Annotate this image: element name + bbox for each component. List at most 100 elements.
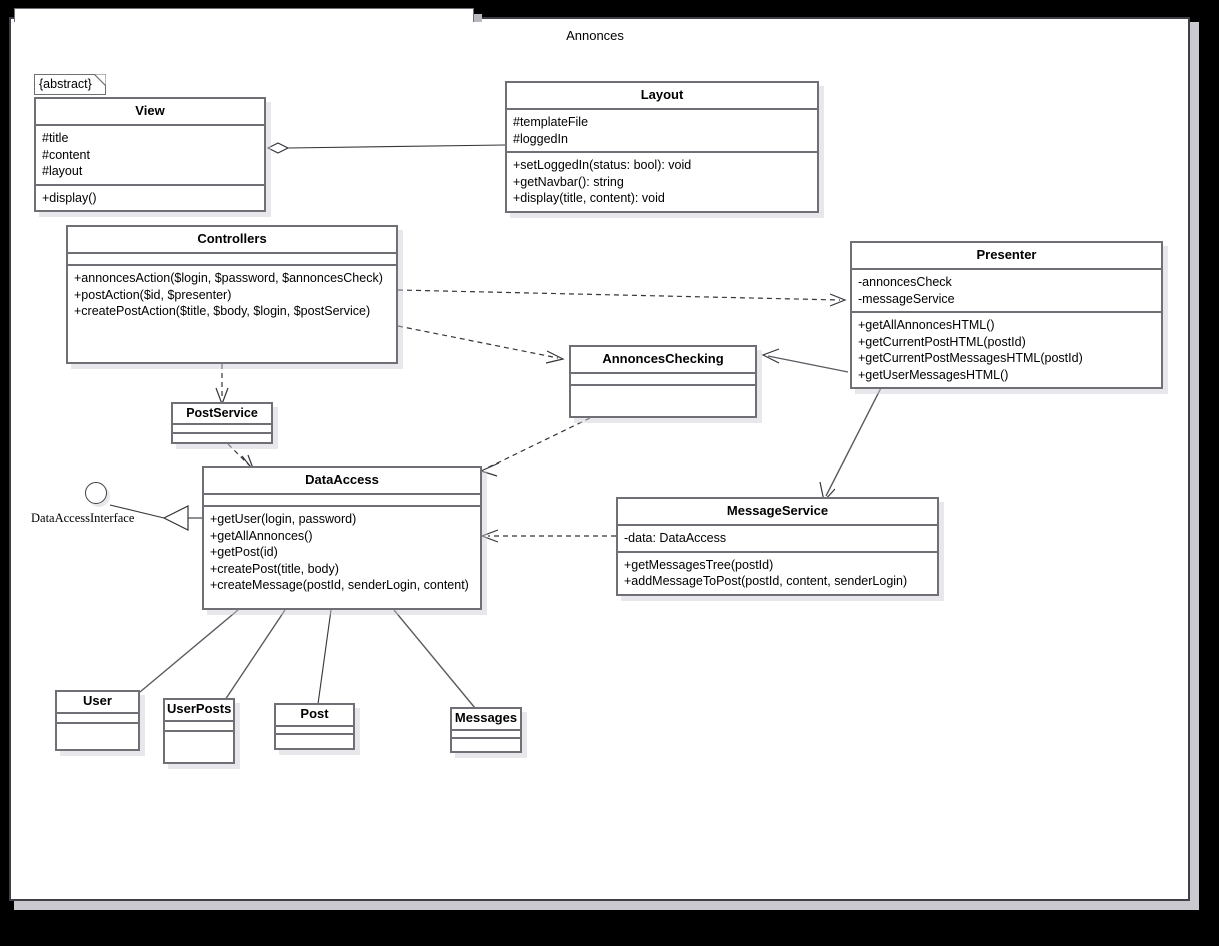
operation: +setLoggedIn(status: bool): void <box>513 158 692 172</box>
divider <box>571 372 755 374</box>
divider <box>852 311 1161 313</box>
class-presenter-attributes: -annoncesCheck -messageService <box>852 270 1161 311</box>
divider <box>173 432 271 434</box>
operation: +addMessageToPost(postId, content, sende… <box>624 574 908 588</box>
class-post-service-attributes <box>173 425 271 432</box>
operation: +createMessage(postId, senderLogin, cont… <box>210 578 469 592</box>
divider <box>68 264 396 266</box>
class-messages-name: Messages <box>454 710 518 725</box>
operation: +getMessagesTree(postId) <box>624 557 774 572</box>
package-frame-resize-handle[interactable] <box>474 14 482 22</box>
class-message-service[interactable]: MessageService -data: DataAccess +getMes… <box>616 497 939 596</box>
attribute: #title <box>42 131 69 145</box>
class-post[interactable]: Post <box>274 703 355 750</box>
class-post-operations <box>276 735 353 745</box>
divider <box>452 737 520 739</box>
operation: +display() <box>42 190 97 205</box>
class-view-operations: +display() <box>36 186 264 211</box>
class-messages-operations <box>452 739 520 749</box>
class-user-posts[interactable]: UserPosts <box>163 698 235 764</box>
class-user-attributes <box>57 714 138 722</box>
class-layout-operations: +setLoggedIn(status: bool): void +getNav… <box>507 153 817 211</box>
class-annonces-checking[interactable]: AnnoncesChecking <box>569 345 757 418</box>
operation: +getCurrentPostHTML(postId) <box>858 334 1026 349</box>
operation: +getNavbar(): string <box>513 174 624 189</box>
class-view[interactable]: View #title #content #layout +display() <box>34 97 266 212</box>
operation: +createPost(title, body) <box>210 561 339 576</box>
operation: +postAction($id, $presenter) <box>74 287 232 302</box>
class-controllers-operations: +annoncesAction($login, $password, $anno… <box>68 266 396 324</box>
class-data-access-name: DataAccess <box>305 472 379 487</box>
class-post-name: Post <box>300 706 329 721</box>
package-title: Annonces <box>566 28 624 43</box>
class-presenter[interactable]: Presenter -annoncesCheck -messageService… <box>850 241 1163 389</box>
divider <box>36 183 264 186</box>
divider <box>618 550 937 553</box>
attribute: -annoncesCheck <box>858 275 952 289</box>
divider <box>204 493 480 495</box>
attribute: #layout <box>42 164 83 178</box>
class-layout[interactable]: Layout #templateFile #loggedIn +setLogge… <box>505 81 819 213</box>
class-messages[interactable]: Messages <box>450 707 522 753</box>
package-frame-tab[interactable] <box>14 8 474 22</box>
class-presenter-name: Presenter <box>976 247 1037 262</box>
operation: +annoncesAction($login, $password, $anno… <box>74 271 383 285</box>
divider <box>57 722 138 724</box>
class-post-service-name: PostService <box>186 406 258 420</box>
class-layout-attributes: #templateFile #loggedIn <box>507 110 817 151</box>
class-post-service[interactable]: PostService <box>171 402 273 444</box>
class-user-posts-operations <box>165 732 233 758</box>
divider <box>173 423 271 425</box>
class-user-name: User <box>83 693 112 708</box>
class-presenter-operations: +getAllAnnoncesHTML() +getCurrentPostHTM… <box>852 313 1161 387</box>
class-layout-name: Layout <box>640 87 684 102</box>
class-controllers-name: Controllers <box>197 231 267 246</box>
class-data-access-operations: +getUser(login, password) +getAllAnnonce… <box>204 507 480 598</box>
divider <box>276 733 353 735</box>
operation: +getUserMessagesHTML() <box>858 367 1009 382</box>
divider <box>57 712 138 714</box>
operation: +createPostAction($title, $body, $login,… <box>74 304 371 318</box>
attribute: #templateFile <box>513 115 589 129</box>
note-fold-icon <box>93 74 106 87</box>
divider <box>36 124 264 126</box>
operation: +getAllAnnoncesHTML() <box>858 318 995 332</box>
divider <box>571 384 755 386</box>
operation: +getAllAnnonces() <box>210 528 313 543</box>
divider <box>618 524 937 526</box>
class-user[interactable]: User <box>55 690 140 751</box>
class-view-attributes: #title #content #layout <box>36 126 264 184</box>
attribute: -data: DataAccess <box>624 531 727 545</box>
class-annonces-checking-operations <box>571 386 755 396</box>
class-user-posts-name: UserPosts <box>167 701 232 716</box>
attribute: -messageService <box>858 291 955 306</box>
operation: +getUser(login, password) <box>210 512 357 526</box>
ball-icon <box>85 482 107 504</box>
class-user-posts-attributes <box>165 722 233 730</box>
data-access-interface-label: DataAccessInterface <box>31 511 135 525</box>
class-message-service-name: MessageService <box>726 503 829 518</box>
class-data-access-attributes <box>204 495 480 505</box>
divider <box>165 720 233 722</box>
abstract-note-text: {abstract} <box>39 77 92 91</box>
class-annonces-checking-name: AnnoncesChecking <box>602 351 724 366</box>
class-controllers-attributes <box>68 254 396 264</box>
divider <box>452 729 520 731</box>
class-annonces-checking-attributes <box>571 374 755 384</box>
divider <box>276 725 353 727</box>
class-post-service-operations <box>173 434 271 441</box>
class-message-service-attributes: -data: DataAccess <box>618 526 937 551</box>
class-view-name: View <box>135 103 165 118</box>
divider <box>507 108 817 110</box>
attribute: #content <box>42 147 90 162</box>
abstract-stereotype-note: {abstract} <box>34 74 106 95</box>
operation: +display(title, content): void <box>513 191 665 205</box>
divider <box>165 730 233 732</box>
class-user-operations <box>57 724 138 746</box>
class-data-access[interactable]: DataAccess +getUser(login, password) +ge… <box>202 466 482 610</box>
divider <box>204 505 480 507</box>
operation: +getCurrentPostMessagesHTML(postId) <box>858 351 1083 365</box>
class-message-service-operations: +getMessagesTree(postId) +addMessageToPo… <box>618 553 937 594</box>
class-controllers[interactable]: Controllers +annoncesAction($login, $pas… <box>66 225 398 364</box>
